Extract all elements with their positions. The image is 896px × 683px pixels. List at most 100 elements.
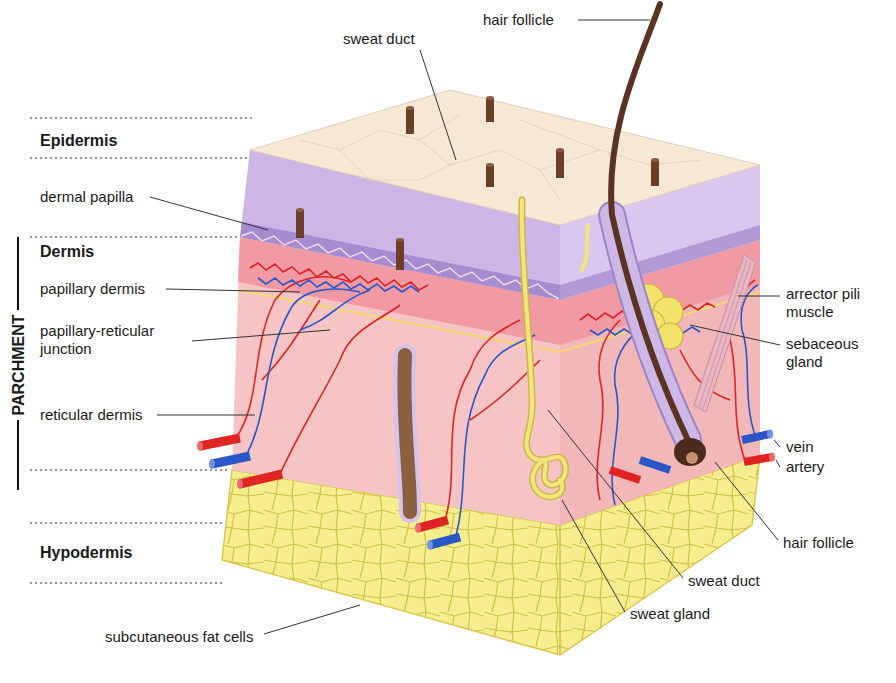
hair-follicle [612,215,688,440]
part-label: arrector pili muscle [786,285,886,321]
hair-stubs [396,238,404,242]
leader-lines [548,410,683,578]
blood-vessels [280,305,400,474]
vessel-stubs [430,537,460,545]
blood-vessels [246,289,360,456]
leader-lines [738,296,780,297]
layer-name: Dermis [40,243,94,261]
blood-vessels [258,278,419,292]
part-label: reticular dermis [40,406,143,424]
leader-lines [150,20,780,634]
layer-guides [30,118,252,583]
arrector-pili-muscle [694,255,756,412]
layer-guides [30,469,230,470]
hair-stubs [651,158,659,162]
leader-lines [774,440,780,447]
blood-vessels [300,290,370,330]
hair-stubs [651,160,659,186]
blood-vessels [445,320,520,520]
epidermis [250,90,760,225]
hair-stubs [296,210,304,238]
dermis [238,290,760,352]
sweat-gland [522,200,588,497]
part-label: papillary-reticular junction [40,322,190,358]
vessel-stubs [769,453,775,462]
vessel-stubs [209,459,215,469]
hair-stubs [556,150,564,178]
vessel-stubs [212,456,250,464]
hair-follicle [674,438,706,466]
part-label: sebaceous gland [786,335,886,371]
bracket-label: PARCHMENT [9,314,27,415]
sweat-gland [582,225,588,270]
sweat-gland [522,200,566,497]
layer-name: Hypodermis [40,544,132,562]
layer-guides [30,522,225,523]
parchment-bracket [17,420,19,490]
part-label: papillary dermis [40,280,145,298]
hair-stubs [556,148,564,152]
hair-stubs [486,163,494,167]
leader-lines [562,500,625,612]
layer-name: Epidermis [40,132,117,150]
hair-stubs [296,208,304,212]
hair-stubs [396,240,404,270]
vessel-stubs [200,438,240,446]
layer-guides [30,582,225,583]
leader-lines [192,330,330,341]
leader-lines [690,325,780,345]
hair-follicle [612,215,688,440]
sweat-gland [522,200,566,497]
vessel-stubs [640,460,670,470]
hair-follicle [611,4,706,466]
hypodermis [559,525,561,655]
hair-stubs [406,108,414,134]
hair-follicle [686,452,698,464]
small-hair-follicle [404,355,410,512]
arrector-pili-muscle [694,255,756,412]
part-label: artery [786,458,824,476]
part-label: hair follicle [483,11,554,29]
small-hair-follicle [404,355,410,512]
vessel-stubs [237,479,243,489]
vessel-stubs [744,457,772,462]
hair-stubs [486,98,494,122]
epidermis [300,115,700,200]
arrector-pili-muscle [699,260,751,409]
vessel-stubs [767,430,773,439]
small-hair-follicle [404,355,410,512]
leader-lines [578,20,650,21]
vessel-stubs [610,470,640,480]
hair-stubs [296,96,659,270]
part-label: sweat duct [343,30,415,48]
leader-lines [264,605,360,634]
leader-lines [166,289,300,292]
epidermis [241,232,559,299]
hair-stubs [486,96,494,100]
parchment-bracket [17,237,19,310]
hair-stubs [406,106,414,110]
vessel-stubs [418,520,448,528]
blood-vessels [262,300,320,380]
blood-vessels [741,285,758,438]
epidermis [240,90,760,300]
leader-lines [776,460,780,467]
vessel-stubs [415,523,421,533]
vessel-stubs [240,474,282,484]
layer-guides [30,117,252,118]
part-label: hair follicle [783,534,854,552]
part-label: dermal papilla [40,188,133,206]
blood-vessels [236,277,350,438]
blood-vessels [456,335,535,536]
vessel-stubs [742,434,770,440]
part-label: sweat duct [688,572,760,590]
vessel-stubs [197,430,775,551]
vessel-stubs [197,441,203,451]
layer-guides [30,157,252,158]
part-label: vein [786,438,814,456]
leader-lines [150,197,268,230]
leader-lines [157,415,255,416]
vessel-stubs [427,540,433,550]
